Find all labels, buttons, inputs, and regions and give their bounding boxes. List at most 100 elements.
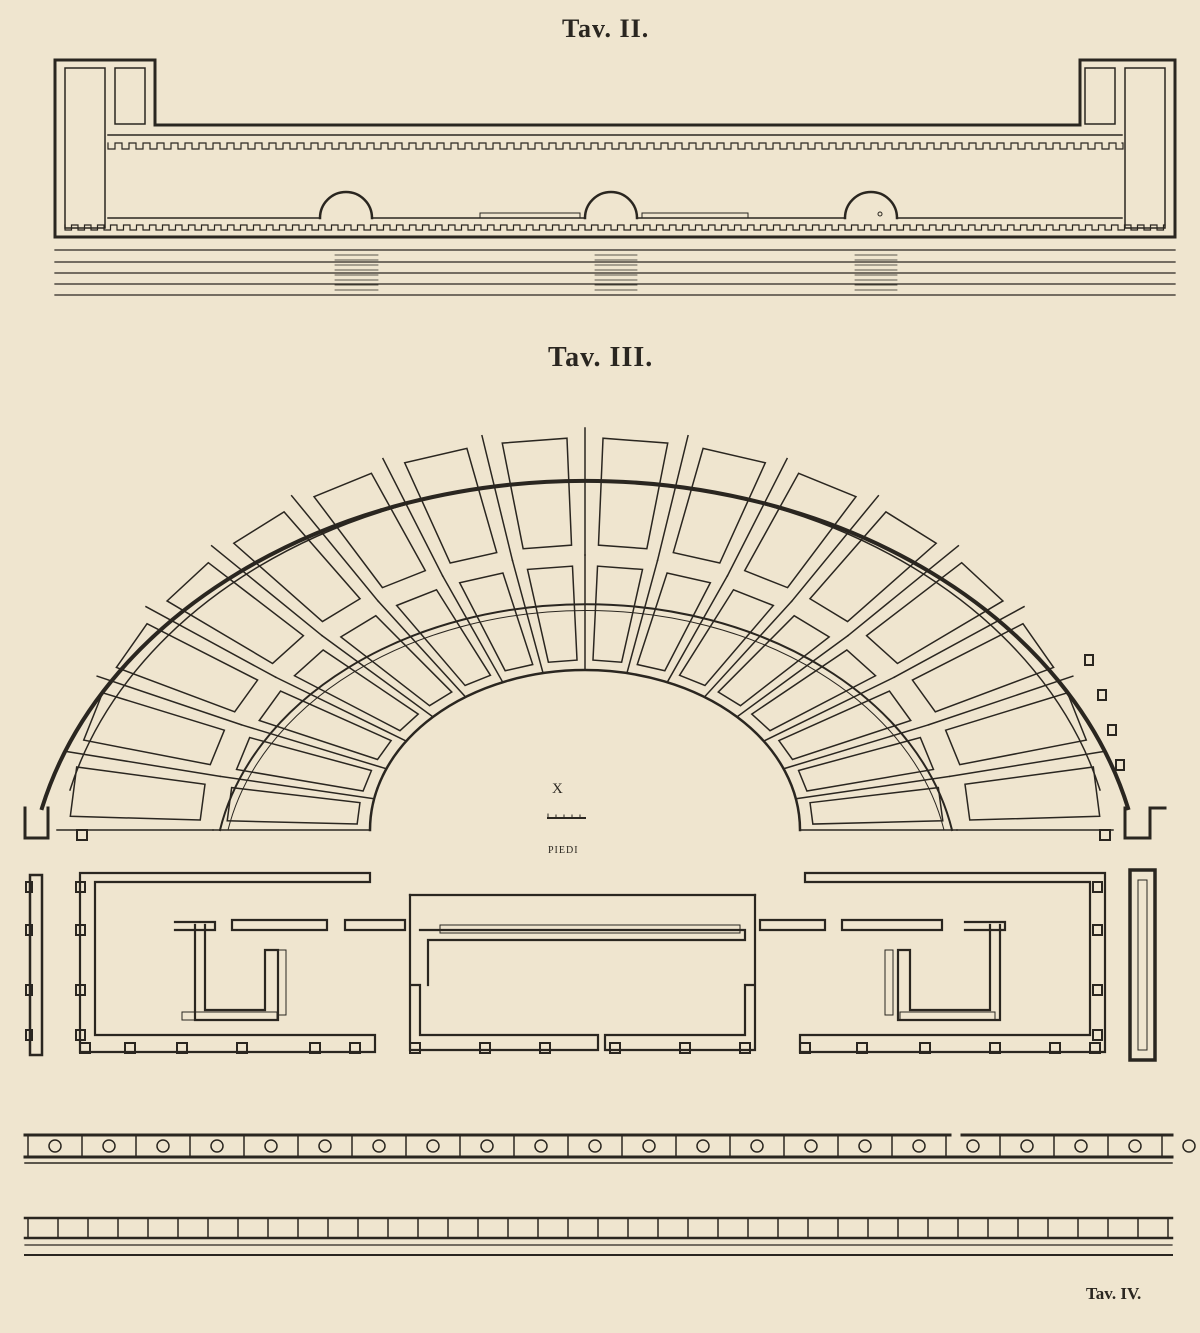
radial-wall-inner: [443, 576, 503, 682]
inner-cell: [339, 614, 453, 707]
scale-mark: X: [552, 781, 563, 797]
column-base: [1021, 1140, 1033, 1152]
outer-cell: [232, 510, 362, 623]
dentil-bottom: [65, 225, 1165, 230]
column-base: [1129, 1140, 1141, 1152]
inner-cell: [293, 649, 420, 732]
outer-cell: [597, 437, 669, 550]
pilaster: [920, 1043, 930, 1053]
pilaster: [410, 1043, 420, 1053]
outer-cell: [115, 622, 259, 713]
tav2-plan: [55, 60, 1175, 295]
pilaster: [540, 1043, 550, 1053]
inner-cell: [636, 572, 712, 672]
radial-wall-outer: [658, 436, 688, 561]
radial-wall-inner: [512, 560, 543, 673]
pilaster: [680, 1043, 690, 1053]
radial-wall-outer: [894, 607, 1024, 678]
column-base: [967, 1140, 979, 1152]
pilaster: [350, 1043, 360, 1053]
inner-cell: [797, 736, 935, 792]
outer-cell: [501, 437, 573, 550]
tav4-plan: [25, 1135, 1195, 1255]
tav3-theatre: [25, 428, 1165, 1060]
inner-cell: [809, 786, 944, 825]
inner-cell: [458, 572, 534, 672]
column-base: [49, 1140, 61, 1152]
tav4-title: Tav. IV.: [1086, 1284, 1142, 1303]
pilaster: [237, 1043, 247, 1053]
pilaster: [177, 1043, 187, 1053]
pilaster: [740, 1043, 750, 1053]
radial-wall-inner: [764, 677, 895, 741]
radial-wall-inner: [627, 560, 658, 673]
radial-wall-inner: [378, 601, 465, 697]
inner-cell: [592, 565, 644, 664]
column-base: [643, 1140, 655, 1152]
column-base: [697, 1140, 709, 1152]
outer-cell: [743, 472, 858, 589]
column-base: [805, 1140, 817, 1152]
column-base: [265, 1140, 277, 1152]
pilaster: [76, 882, 85, 892]
outer-cell: [911, 622, 1055, 713]
inner-cell: [226, 786, 361, 825]
column-base: [589, 1140, 601, 1152]
pilaster: [610, 1043, 620, 1053]
radial-wall-outer: [727, 459, 787, 576]
radial-wall-outer: [482, 436, 512, 561]
pilaster: [76, 925, 85, 935]
pilaster: [1050, 1043, 1060, 1053]
column-base: [481, 1140, 493, 1152]
inner-cell: [395, 588, 492, 687]
pilaster: [857, 1043, 867, 1053]
tav3-title: Tav. III.: [548, 342, 654, 373]
column-base: [373, 1140, 385, 1152]
radial-wall-outer: [792, 496, 879, 602]
column-base: [319, 1140, 331, 1152]
radial-wall-outer: [67, 752, 220, 777]
outer-cell: [672, 447, 767, 564]
column-base: [103, 1140, 115, 1152]
column-base: [751, 1140, 763, 1152]
inner-cell: [526, 565, 578, 664]
radial-wall-outer: [292, 496, 379, 602]
pilaster: [310, 1043, 320, 1053]
inner-cell: [258, 690, 393, 761]
column-base: [913, 1140, 925, 1152]
outer-cell: [964, 766, 1101, 821]
radial-wall-outer: [929, 676, 1073, 725]
radial-wall-outer: [97, 676, 241, 725]
radial-wall-inner: [784, 725, 929, 769]
radial-wall-inner: [220, 776, 374, 798]
radial-wall-outer: [848, 546, 958, 636]
pilaster: [76, 1030, 85, 1040]
pilaster: [1090, 1043, 1100, 1053]
inner-cell: [717, 614, 831, 707]
dentil-top: [108, 143, 1123, 149]
pilaster: [1093, 882, 1102, 892]
radial-wall-inner: [241, 725, 386, 769]
outer-cell: [165, 561, 305, 665]
outer-cell: [312, 472, 427, 589]
column-base: [1075, 1140, 1087, 1152]
pilaster: [80, 1043, 90, 1053]
pilaster: [1093, 925, 1102, 935]
tav2-title: Tav. II.: [562, 14, 650, 43]
pilaster: [800, 1043, 810, 1053]
pilaster: [480, 1043, 490, 1053]
radial-wall-outer: [212, 546, 322, 636]
outer-cell: [403, 447, 498, 564]
outer-cell: [808, 510, 938, 623]
pilaster: [1093, 1030, 1102, 1040]
column-base: [1183, 1140, 1195, 1152]
pilaster: [76, 985, 85, 995]
outer-cell: [944, 691, 1088, 766]
radial-wall-outer: [146, 607, 276, 678]
pilaster: [990, 1043, 1000, 1053]
inner-cell: [678, 588, 775, 687]
column-base: [535, 1140, 547, 1152]
outer-cell: [82, 691, 226, 766]
